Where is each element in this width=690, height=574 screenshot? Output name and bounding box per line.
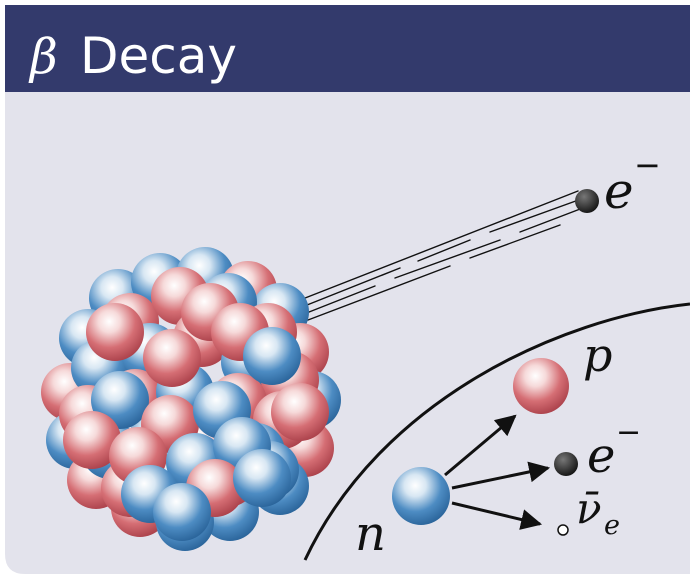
nucleus-proton bbox=[271, 383, 329, 441]
nucleus-proton bbox=[143, 329, 201, 387]
title-text: Decay bbox=[80, 27, 237, 85]
nucleus-neutron bbox=[243, 327, 301, 385]
svg-text:−: − bbox=[634, 146, 661, 184]
electron-label: e − bbox=[587, 415, 641, 484]
antineutrino bbox=[557, 524, 569, 536]
emitted-electron-label: e − bbox=[604, 146, 661, 220]
proton bbox=[513, 358, 569, 414]
nucleus-proton bbox=[86, 303, 144, 361]
proton-label: p bbox=[583, 328, 612, 382]
title-banner: β Decay bbox=[5, 5, 690, 92]
neutron-label: n bbox=[355, 506, 386, 562]
inset-boundary-arc bbox=[303, 302, 690, 561]
emitted-electron bbox=[575, 189, 599, 213]
electron bbox=[554, 452, 578, 476]
nucleus-proton bbox=[63, 411, 121, 469]
svg-text:ν̄: ν̄ bbox=[576, 484, 602, 533]
nucleus bbox=[41, 247, 341, 551]
decay-arrows bbox=[444, 414, 551, 530]
svg-text:e: e bbox=[604, 162, 634, 220]
antineutrino-label: ν̄ e bbox=[576, 484, 620, 541]
svg-text:−: − bbox=[616, 415, 641, 450]
electron-trail bbox=[299, 190, 589, 321]
nucleus-neutron bbox=[233, 449, 291, 507]
svg-text:e: e bbox=[587, 428, 615, 484]
neutron bbox=[392, 467, 450, 525]
svg-text:e: e bbox=[604, 510, 620, 541]
nucleus-neutron bbox=[153, 483, 211, 541]
title-symbol: β bbox=[28, 29, 58, 85]
